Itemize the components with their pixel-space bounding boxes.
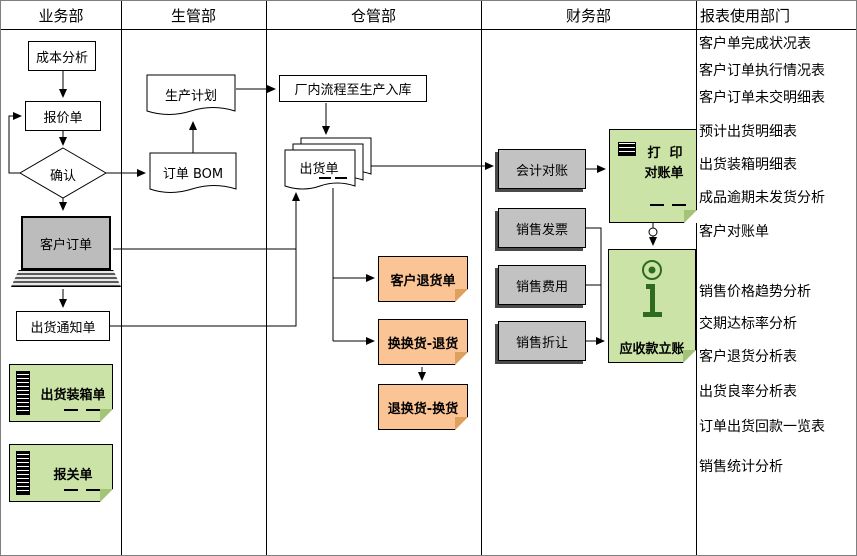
note-exchange-return-label: 换换货-退货: [387, 336, 459, 352]
signature-line: [650, 204, 664, 206]
signature-line: [319, 177, 331, 179]
signature-line: [86, 489, 100, 491]
card-accounting-reconciliation: 会计对账: [498, 149, 586, 189]
note-packing-list: 出货装箱单: [9, 364, 113, 422]
note-customs-label: 报关单: [53, 468, 93, 483]
report-item: 客户退货分析表: [699, 349, 797, 365]
signature-line: [672, 204, 686, 206]
decision-confirm-label: 确认: [49, 169, 76, 184]
signature-line: [64, 489, 78, 491]
lane-divider-4: [696, 1, 697, 555]
report-item: 销售价格趋势分析: [699, 284, 811, 300]
note-packing-list-label: 出货装箱单: [40, 388, 106, 403]
line-invoice-expense-join: [586, 227, 602, 341]
note-receivables-label: 应收款立账: [619, 342, 685, 357]
process-cost-analysis: 成本分析: [28, 41, 96, 71]
card-sales-invoice: 销售发票: [498, 208, 586, 248]
process-quotation: 报价单: [25, 101, 101, 131]
header-divider: [1, 29, 856, 30]
note-print-line1: 打 印: [647, 146, 683, 161]
report-item: 交期达标率分析: [699, 316, 797, 332]
barcode-icon: [16, 371, 30, 415]
lane-title-reports: 报表使用部门: [700, 6, 791, 25]
report-item: 销售统计分析: [699, 459, 783, 475]
card-sales-expense: 销售费用: [498, 265, 586, 305]
process-shipping-notice: 出货通知单: [16, 311, 110, 341]
report-item: 订单出货回款一览表: [699, 419, 825, 435]
lane-divider-3: [481, 1, 482, 555]
report-item: 预计出货明细表: [699, 124, 797, 140]
document-order-bom-label: 订单 BOM: [162, 167, 224, 182]
printer-icon: [618, 142, 636, 156]
note-return-exchange: 退换货-换货: [378, 384, 468, 430]
card-sales-allowance: 销售折让: [498, 321, 586, 361]
lane-divider-1: [121, 1, 122, 555]
arrow-notice-to-shipping: [109, 192, 300, 327]
multidocument-shipping-order-label: 出货单: [299, 162, 339, 177]
note-print-line2: 对账单: [644, 166, 684, 181]
report-item: 出货装箱明细表: [699, 157, 797, 173]
info-icon: [642, 260, 662, 317]
connector-node-circle: [648, 227, 658, 237]
barcode-icon: [16, 451, 30, 495]
note-receivables-posting: 应收款立账: [608, 249, 696, 363]
note-customer-return: 客户退货单: [378, 256, 468, 302]
lane-divider-2: [266, 1, 267, 555]
lane-title-production: 生管部: [170, 6, 216, 25]
computer-customer-order: 客户订单: [21, 216, 111, 270]
note-print-statement: 打 印 对账单: [609, 129, 697, 223]
lane-title-warehouse: 仓管部: [350, 6, 396, 25]
document-production-plan-label: 生产计划: [164, 89, 217, 104]
note-customs-declaration: 报关单: [9, 444, 113, 502]
process-factory-flow: 厂内流程至生产入库: [279, 75, 427, 102]
signature-line: [86, 409, 100, 411]
note-return-exchange-label: 退换货-换货: [387, 401, 459, 417]
note-customer-return-label: 客户退货单: [390, 273, 456, 289]
lane-title-business: 业务部: [38, 6, 84, 25]
computer-keyboard-icon: [11, 270, 121, 287]
report-item: 客户单完成状况表: [699, 36, 811, 52]
lane-title-finance: 财务部: [565, 6, 611, 25]
report-item: 出货良率分析表: [699, 384, 797, 400]
report-item: 客户对账单: [699, 224, 769, 240]
note-exchange-return: 换换货-退货: [378, 319, 468, 365]
report-item: 客户订单执行情况表: [699, 63, 825, 79]
report-item: 成品逾期未发货分析: [699, 190, 825, 206]
signature-line: [64, 409, 78, 411]
signature-line: [335, 177, 347, 179]
report-item: 客户订单未交明细表: [699, 90, 825, 106]
